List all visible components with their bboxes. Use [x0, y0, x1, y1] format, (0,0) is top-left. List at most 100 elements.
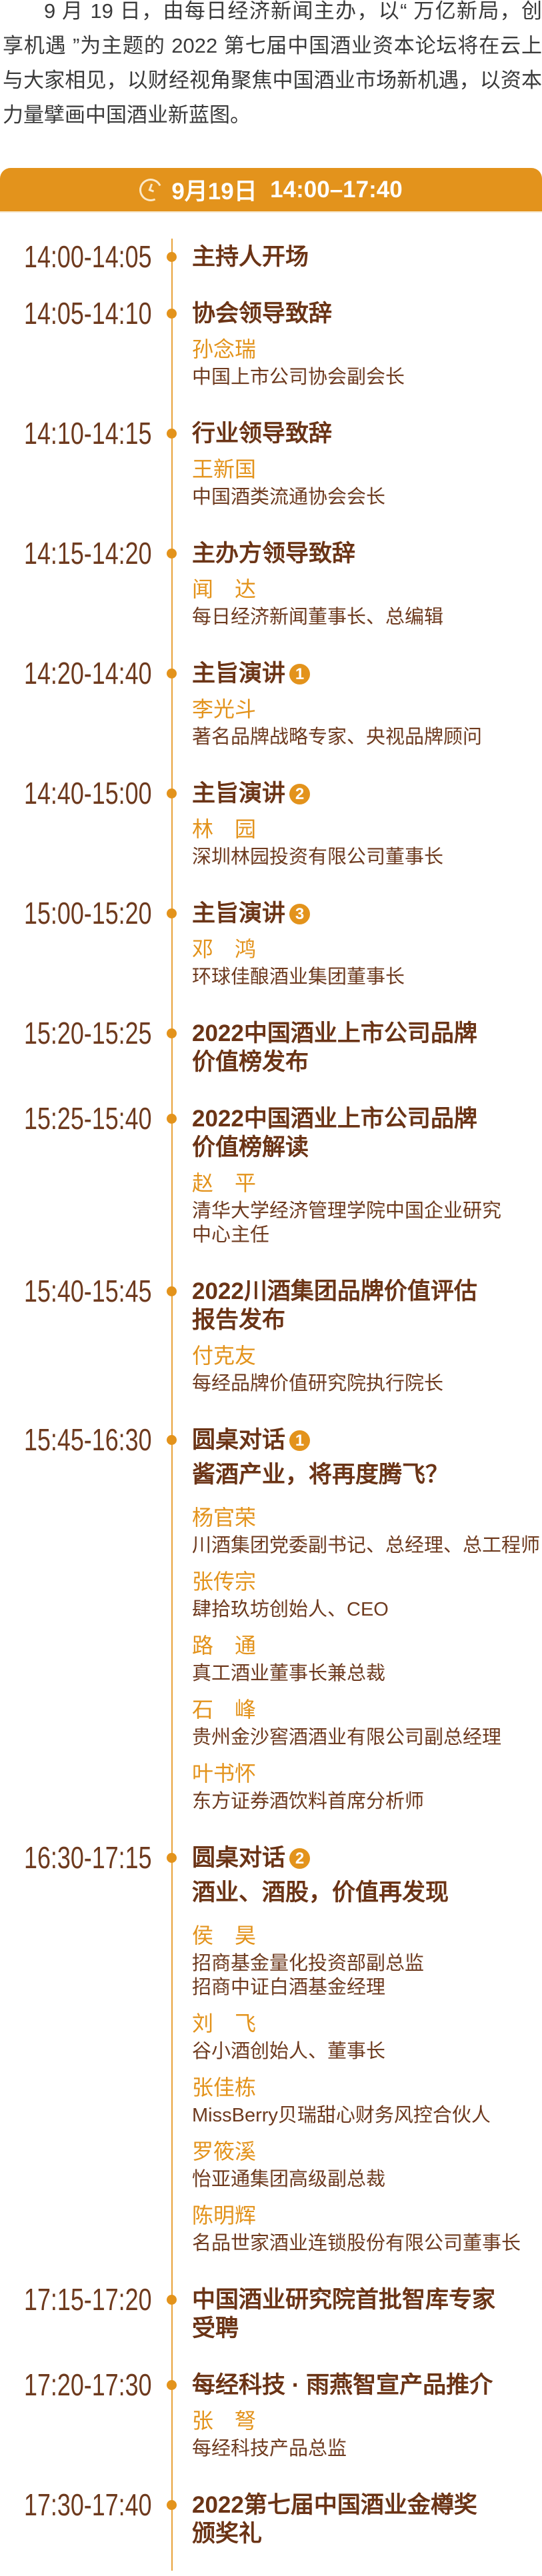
agenda-title-text: 颁奖礼: [192, 2521, 263, 2547]
timeline-dot-icon: [167, 908, 177, 918]
speaker-name: 王新国: [192, 457, 257, 481]
speaker-title: 谷小酒创始人、董事长: [192, 2041, 386, 2062]
agenda-title: 每经科技 · 雨燕智宣产品推介: [192, 2371, 542, 2399]
speaker: 侯 昊招商基金量化投资部副总监招商中证白酒基金经理: [192, 1922, 542, 1999]
clock-icon: [136, 175, 166, 205]
agenda-time: 14:40-15:00: [24, 776, 152, 810]
timeline-dot-icon: [167, 549, 177, 559]
speaker: 付克友每经品牌价值研究院执行院长: [192, 1342, 542, 1396]
agenda-title-text: 受聘: [192, 2315, 239, 2341]
agenda-title-text: 主持人开场: [192, 244, 309, 270]
speaker-title: 东方证券酒饮料首席分析师: [192, 1791, 425, 1812]
speaker-title: 清华大学经济管理学院中国企业研究: [192, 1200, 502, 1222]
speaker-title: 真工酒业董事长兼总裁: [192, 1663, 386, 1684]
agenda-title: 主持人开场: [192, 243, 542, 271]
agenda-title-text: 主旨演讲: [192, 660, 286, 686]
agenda-title: 主办方领导致辞: [192, 539, 542, 568]
speaker: 罗筱溪怡亚通集团高级副总裁: [192, 2138, 542, 2191]
timeline-dot-icon: [167, 1114, 177, 1124]
speaker-name: 闻 达: [192, 577, 257, 601]
agenda-time: 14:05-14:10: [24, 296, 152, 331]
agenda-time: 17:30-17:40: [24, 2487, 152, 2522]
speaker-name: 叶书怀: [192, 1762, 257, 1786]
speaker: 闻 达每日经济新闻董事长、总编辑: [192, 576, 542, 629]
speaker: 张佳栋 MissBerry贝瑞甜心财务风控合伙人: [192, 2074, 542, 2127]
agenda-item: 17:20-17:30 每经科技 · 雨燕智宣产品推介张 弩每经科技产品总监: [0, 2367, 542, 2491]
timeline-dot-icon: [167, 309, 177, 319]
agenda-item: 14:15-14:20 主办方领导致辞闻 达每日经济新闻董事长、总编辑: [0, 536, 542, 659]
agenda-time: 17:20-17:30: [24, 2367, 152, 2402]
agenda-item: 17:30-17:40 2022第七届中国酒业金樽奖颁奖礼: [0, 2487, 542, 2576]
speaker-name: 罗筱溪: [192, 2139, 257, 2163]
intro-paragraph: 9 月 19 日，由每日经济新闻主办，以“ 万亿新局，创享机遇 ”为主题的 20…: [3, 0, 542, 127]
agenda-title: 报告发布: [192, 1306, 542, 1334]
agenda-item: 14:05-14:10 协会领导致辞孙念瑞中国上市公司协会副会长: [0, 296, 542, 419]
agenda-title-text: 价值榜发布: [192, 1049, 309, 1075]
speaker-title: 肆拾玖坊创始人、CEO: [192, 1599, 389, 1620]
agenda-subtitle: 酱酒产业，将再度腾飞？: [192, 1462, 449, 1488]
agenda-title: 价值榜发布: [192, 1048, 542, 1076]
timeline-line: [171, 239, 173, 2571]
agenda-time: 15:45-16:30: [24, 1422, 152, 1457]
speaker-title: 环球佳酿酒业集团董事长: [192, 966, 405, 988]
agenda-title: 颁奖礼: [192, 2519, 542, 2548]
speaker: 孙念瑞中国上市公司协会副会长: [192, 336, 542, 389]
agenda-time: 14:20-14:40: [24, 656, 152, 690]
agenda-time: 14:15-14:20: [24, 536, 152, 571]
agenda-time: 15:20-15:25: [24, 1016, 152, 1050]
agenda-title: 2022第七届中国酒业金樽奖: [192, 2491, 542, 2519]
speaker-name: 石 峰: [192, 1698, 257, 1722]
agenda-time: 15:25-15:40: [24, 1101, 152, 1136]
speaker-title: 中国酒类流通协会会长: [192, 487, 386, 508]
session-header: 9月19日 14:00–17:40: [0, 168, 542, 213]
agenda-title-text: 主旨演讲: [192, 900, 286, 926]
speaker-title: 中国上市公司协会副会长: [192, 367, 405, 388]
agenda-title-text: 协会领导致辞: [192, 301, 333, 327]
agenda-title-text: 2022川酒集团品牌价值评估: [192, 1278, 477, 1304]
agenda-title-text: 中国酒业研究院首批智库专家: [192, 2287, 496, 2313]
speaker-title: MissBerry贝瑞甜心财务风控合伙人: [192, 2105, 491, 2126]
speaker: 杨官荣川酒集团党委副书记、总经理、总工程师: [192, 1504, 542, 1558]
timeline-dot-icon: [167, 1435, 177, 1445]
speaker: 张 弩每经科技产品总监: [192, 2407, 542, 2461]
agenda-title-text: 每经科技 · 雨燕智宣产品推介: [192, 2372, 493, 2398]
timeline-dot-icon: [167, 788, 177, 798]
speaker: 叶书怀东方证券酒饮料首席分析师: [192, 1760, 542, 1814]
timeline-dot-icon: [167, 2500, 177, 2510]
speaker: 陈明辉名品世家酒业连锁股份有限公司董事长: [192, 2202, 542, 2255]
speaker-name: 张佳栋: [192, 2075, 257, 2099]
speaker: 刘 飞谷小酒创始人、董事长: [192, 2010, 542, 2063]
speaker-name: 张 弩: [192, 2409, 257, 2433]
number-badge-icon: 2: [289, 784, 311, 804]
speaker-name: 张传宗: [192, 1570, 257, 1594]
agenda-time: 15:00-15:20: [24, 896, 152, 930]
speaker-name: 付克友: [192, 1344, 257, 1368]
agenda-title-text: 2022第七届中国酒业金樽奖: [192, 2492, 477, 2518]
agenda-title: 2022中国酒业上市公司品牌: [192, 1019, 542, 1048]
agenda-item: 17:15-17:20 中国酒业研究院首批智库专家受聘: [0, 2282, 542, 2371]
speaker: 张传宗肆拾玖坊创始人、CEO: [192, 1568, 542, 1622]
number-badge-icon: 1: [289, 1430, 311, 1451]
agenda-title-text: 行业领导致辞: [192, 421, 333, 447]
agenda-title-text: 2022中国酒业上市公司品牌: [192, 1020, 477, 1046]
speaker-name: 李光斗: [192, 697, 257, 721]
speaker-title: 深圳林园投资有限公司董事长: [192, 846, 444, 868]
speaker-title: 贵州金沙窖酒酒业有限公司副总经理: [192, 1727, 502, 1748]
speaker-title: 中心主任: [192, 1224, 270, 1246]
agenda-title-text: 报告发布: [192, 1307, 286, 1333]
agenda-title: 2022川酒集团品牌价值评估: [192, 1277, 542, 1306]
session-time-range: 14:00–17:40: [270, 176, 403, 203]
speaker-name: 林 园: [192, 817, 257, 841]
agenda-time: 17:15-17:20: [24, 2282, 152, 2317]
speaker-name: 路 通: [192, 1634, 257, 1658]
